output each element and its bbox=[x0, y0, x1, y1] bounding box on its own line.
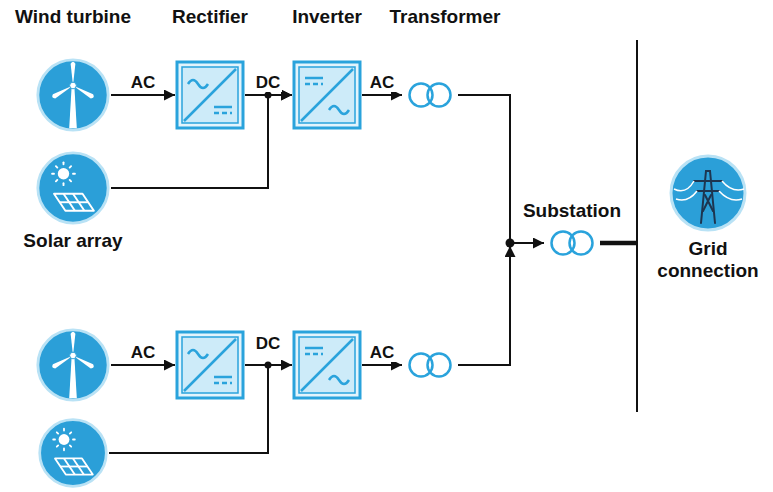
ac-wire bbox=[362, 364, 402, 366]
solar-array-node: Solar array bbox=[35, 150, 111, 226]
rectifier-node: Rectifier bbox=[175, 60, 245, 130]
component-heading: Transformer bbox=[390, 6, 501, 28]
component-heading: Solar array bbox=[23, 230, 122, 252]
grid-connection-icon bbox=[671, 156, 745, 230]
wind-turbine-icon bbox=[38, 60, 108, 130]
lower-chain bbox=[38, 246, 510, 486]
component-heading: Substation bbox=[523, 200, 621, 222]
ac-wire bbox=[111, 364, 175, 366]
dc-wire bbox=[109, 365, 268, 453]
inverter-shape bbox=[292, 60, 362, 130]
substation-icon bbox=[552, 232, 593, 255]
component-heading: Wind turbine bbox=[15, 6, 131, 28]
rectifier-symbol bbox=[177, 332, 243, 398]
busbar-feeder bbox=[600, 241, 637, 246]
signal-label: AC bbox=[129, 73, 158, 92]
transformer-node: Transformer bbox=[402, 81, 458, 109]
connector-arrow bbox=[111, 94, 175, 96]
solar-array-shape bbox=[35, 150, 111, 226]
rectifier-icon bbox=[177, 62, 243, 128]
inverter-symbol bbox=[294, 332, 360, 398]
grid-connection-node: Grid connection bbox=[668, 153, 748, 233]
signal-label: DC bbox=[254, 73, 283, 92]
rectifier-shape bbox=[175, 60, 245, 130]
transformer-icon bbox=[410, 84, 451, 107]
transformer-symbol bbox=[410, 354, 451, 377]
inverter-icon bbox=[294, 62, 360, 128]
component-heading: Grid connection bbox=[649, 238, 767, 282]
grid-connection-shape bbox=[668, 153, 748, 233]
wind-turbine-icon bbox=[38, 330, 108, 400]
ac-wire bbox=[458, 246, 510, 365]
substation-shape bbox=[544, 229, 600, 257]
signal-label: DC bbox=[254, 334, 283, 353]
signal-label: AC bbox=[368, 73, 397, 92]
component-heading: Inverter bbox=[292, 6, 362, 28]
inverter-node: Inverter bbox=[292, 60, 362, 130]
transformer-shape bbox=[402, 81, 458, 109]
connector-arrow bbox=[362, 94, 402, 96]
grid-busbar bbox=[636, 40, 638, 412]
signal-label: AC bbox=[129, 343, 158, 362]
wind-turbine-node: Wind turbine bbox=[35, 57, 111, 133]
solar-array-icon bbox=[40, 420, 107, 487]
component-heading: Rectifier bbox=[172, 6, 248, 28]
solar-array-icon bbox=[38, 153, 108, 223]
junction-dot bbox=[265, 362, 272, 369]
substation-node: Substation bbox=[544, 229, 600, 257]
signal-label: AC bbox=[368, 343, 397, 362]
wind-turbine-shape bbox=[35, 57, 111, 133]
